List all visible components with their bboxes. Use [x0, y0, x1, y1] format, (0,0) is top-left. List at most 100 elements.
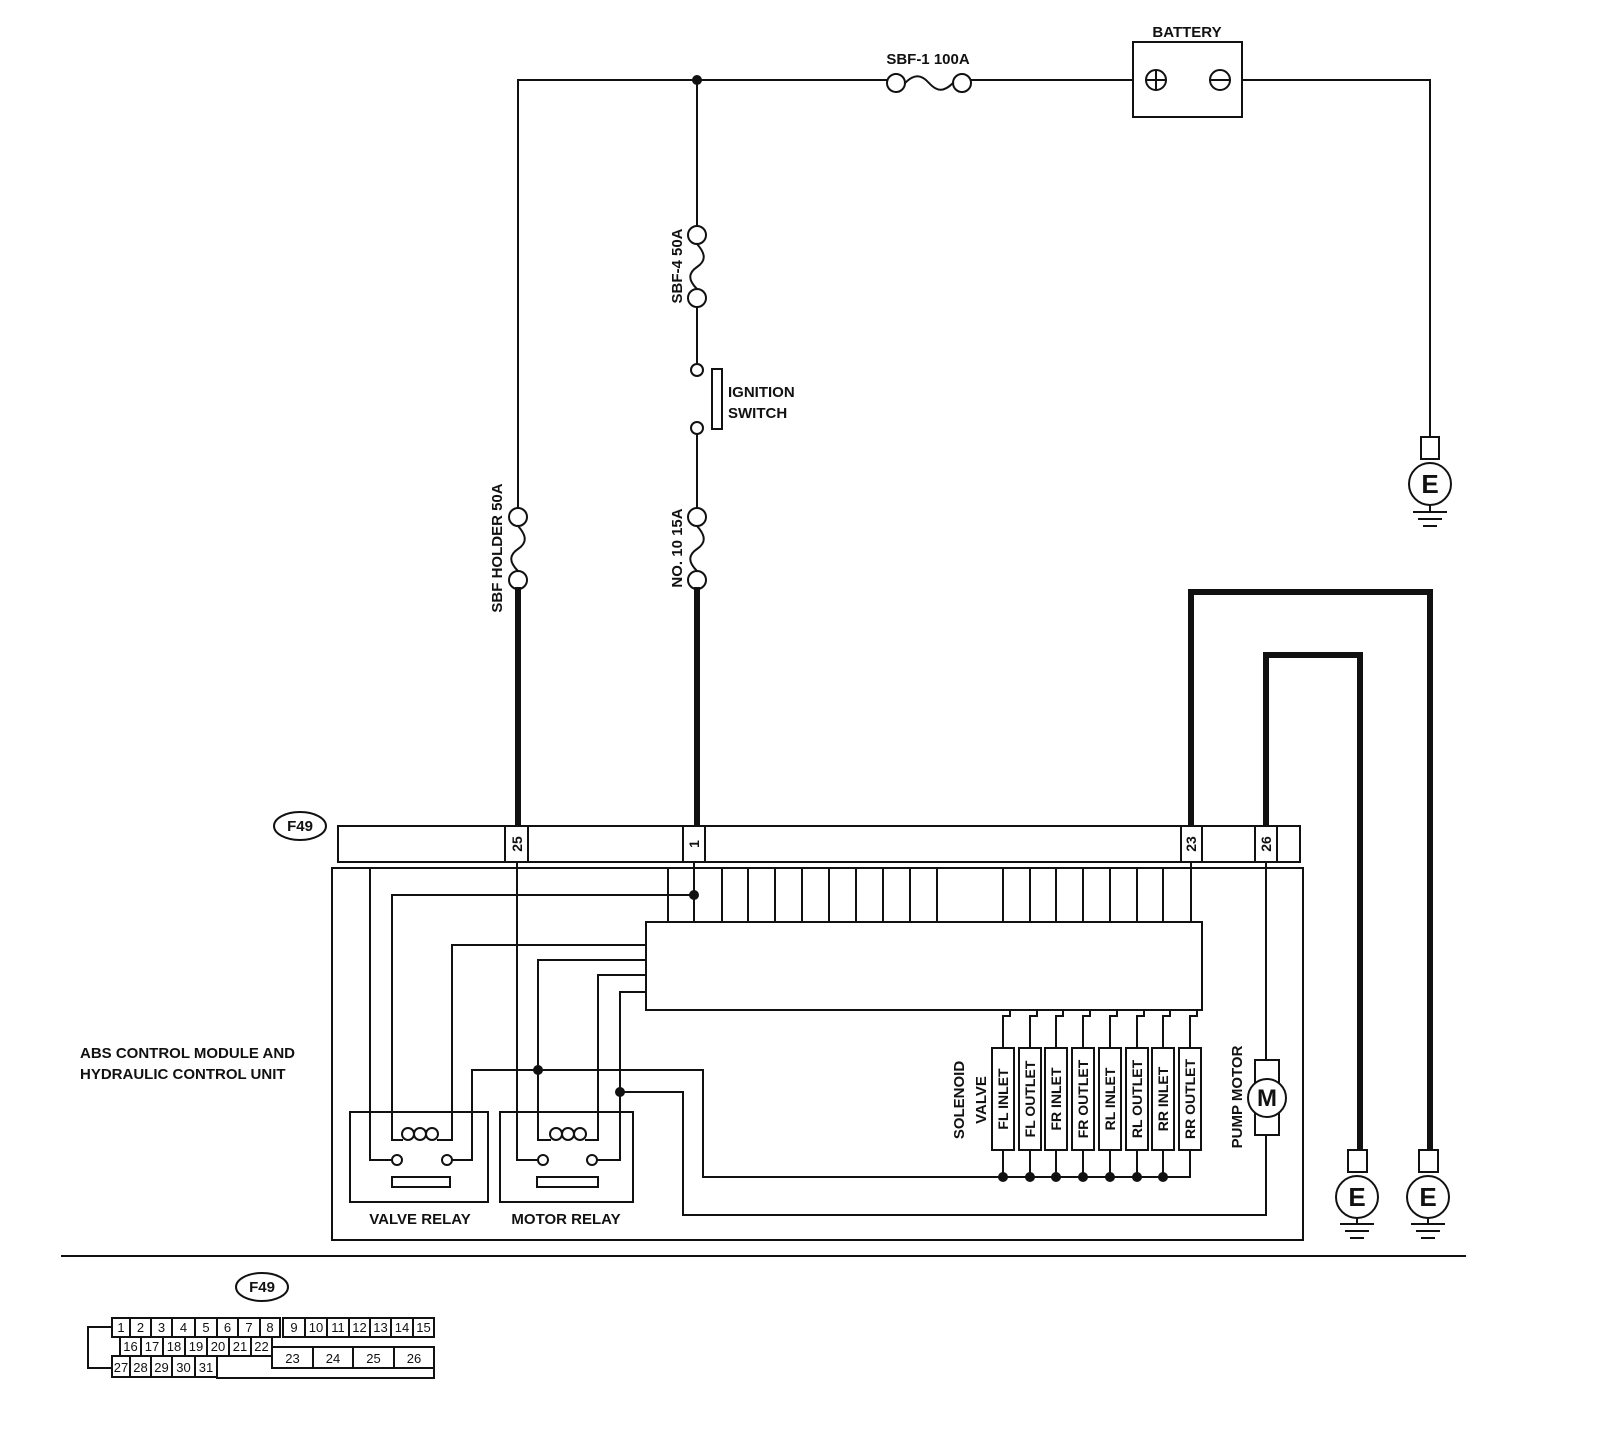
pinout-pin-number: 8	[266, 1320, 273, 1335]
pinout-pin-number: 30	[176, 1360, 190, 1375]
motor-relay-coil-wire-a	[537, 959, 647, 1141]
junction-dot	[1051, 1172, 1061, 1182]
solenoid-coil	[1125, 1047, 1149, 1151]
pinout-pin-number: 22	[254, 1339, 268, 1354]
ground-label: E	[1348, 1182, 1365, 1212]
pinout-pin-number: 11	[331, 1320, 345, 1335]
pinout-pin-number: 25	[366, 1351, 380, 1366]
ecu-block	[645, 921, 1203, 1011]
solenoid-coil	[1151, 1047, 1175, 1151]
relay-armature	[536, 1176, 599, 1188]
pinout-pin-number: 6	[224, 1320, 231, 1335]
abs-module-label-line1: ABS CONTROL MODULE AND	[80, 1045, 295, 1062]
pinout-pin-number: 10	[309, 1320, 323, 1335]
ignition-switch-label-line2: SWITCH	[728, 405, 787, 422]
motor-relay-box	[499, 1111, 634, 1203]
switch-contact	[690, 421, 704, 435]
motor-relay-coil-wire-b	[585, 974, 647, 1141]
battery-label: BATTERY	[1152, 24, 1221, 41]
pinout-pin-number: 24	[326, 1351, 340, 1366]
solenoid-rl-inlet: RL INLET	[1098, 1047, 1122, 1151]
pump-supply-wire	[619, 1091, 1267, 1216]
fuse-element	[689, 242, 705, 291]
switch-lever	[711, 368, 723, 430]
battery: BATTERY	[1132, 24, 1243, 118]
connector-body	[337, 825, 1301, 863]
junction-dot	[1025, 1172, 1035, 1182]
pinout-pin-number: 28	[133, 1360, 147, 1375]
pin-number: 25	[509, 836, 525, 852]
pinout-pin-number: 3	[158, 1320, 165, 1335]
pinout-cell-31	[194, 1355, 218, 1378]
fuse-terminal	[886, 73, 906, 93]
ground-label: E	[1419, 1182, 1436, 1212]
junction-dot	[998, 1172, 1008, 1182]
ground-connector	[1418, 1149, 1439, 1173]
solenoid-fl-inlet: FL INLET	[991, 1047, 1015, 1151]
fuse-terminal	[508, 507, 528, 527]
pinout-pin-number: 29	[154, 1360, 168, 1375]
relay-contact	[391, 1154, 403, 1166]
junction-dot	[1105, 1172, 1115, 1182]
pinout-cell-15	[412, 1317, 435, 1338]
pinout-pin-number: 7	[245, 1320, 252, 1335]
relay-coil-icon	[413, 1127, 427, 1141]
relay-coil-icon	[573, 1127, 587, 1141]
relay-contact	[441, 1154, 453, 1166]
solenoid-rl-outlet: RL OUTLET	[1125, 1047, 1149, 1151]
pinout-pin-number: 20	[211, 1339, 225, 1354]
connector-id-badge	[273, 811, 327, 841]
solenoid-coil	[1018, 1047, 1042, 1151]
fuse-terminal	[687, 288, 707, 308]
pinout-pin-number: 26	[407, 1351, 421, 1366]
junction-dot	[1078, 1172, 1088, 1182]
pinout-id: F49	[249, 1279, 275, 1296]
pin-25-internal-wire	[516, 861, 539, 1161]
pinout-pin-number: 9	[290, 1320, 297, 1335]
abs-module-housing	[331, 867, 1304, 1241]
solenoid-label: SOLENOID	[951, 1061, 968, 1140]
ground-battery: E	[1408, 436, 1452, 527]
relay-coil-icon	[401, 1127, 415, 1141]
ground-wire-pin-26	[1263, 652, 1363, 1153]
solenoid-name: RR INLET	[1155, 1066, 1171, 1131]
pinout-pin-number: 27	[114, 1360, 128, 1375]
abs-module-label-line2: HYDRAULIC CONTROL UNIT	[80, 1066, 286, 1083]
pinout-pin-number: 31	[199, 1360, 213, 1375]
fuse-sbf-holder: SBF HOLDER 50A	[489, 483, 528, 613]
fuse-terminal	[687, 225, 707, 245]
ground-symbol	[1413, 505, 1447, 527]
solenoid-coil	[1098, 1047, 1122, 1151]
solenoid-name: RL OUTLET	[1129, 1059, 1145, 1138]
solenoid-coil	[1071, 1047, 1095, 1151]
ignition-switch-label-line1: IGNITION	[728, 384, 795, 401]
pinout-pin-number: 23	[285, 1351, 299, 1366]
solenoid-coil	[1178, 1047, 1202, 1151]
pump-motor-label: PUMP MOTOR	[1229, 1045, 1246, 1148]
pump-motor: M PUMP MOTOR	[1229, 1045, 1287, 1148]
ground-wire-pin-23	[1188, 589, 1433, 1153]
solenoid-name: RR OUTLET	[1182, 1059, 1198, 1140]
ground-symbol	[1411, 1217, 1445, 1239]
pinout-pin-number: 4	[180, 1320, 187, 1335]
valve-relay: VALVE RELAY	[349, 1111, 489, 1228]
solenoid-rr-outlet: RR OUTLET	[1178, 1047, 1202, 1151]
motor-relay-label: MOTOR RELAY	[511, 1211, 620, 1228]
solenoid-rr-inlet: RR INLET	[1151, 1047, 1175, 1151]
fuse-element	[510, 524, 526, 573]
junction-dot	[689, 890, 699, 900]
pinout-pin-number: 21	[233, 1339, 247, 1354]
battery-ground-wire	[1241, 79, 1431, 438]
solenoid-name: FL INLET	[995, 1068, 1011, 1130]
fuse-terminal	[687, 507, 707, 527]
solenoid-name: RL INLET	[1102, 1067, 1118, 1130]
pinout-pin-number: 12	[352, 1320, 366, 1335]
relay-coil-icon	[425, 1127, 439, 1141]
abs-module: ABS CONTROL MODULE AND HYDRAULIC CONTROL…	[80, 861, 1304, 1241]
fuse-sbf-4: SBF-4 50A	[669, 225, 707, 308]
pinout-pin-number: 13	[373, 1320, 387, 1335]
pinout-id-badge	[235, 1272, 289, 1302]
relay-contact	[586, 1154, 598, 1166]
fuse-sbf-1-label: SBF-1 100A	[886, 51, 970, 68]
